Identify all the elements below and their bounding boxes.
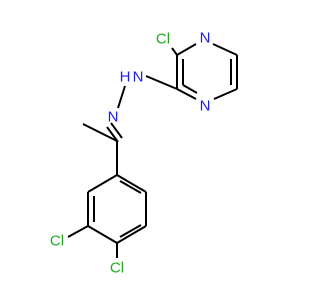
bond-c-imine-methyl (82, 123, 118, 142)
bond-b5-cl (67, 225, 89, 238)
bond-b4-b5 (87, 225, 118, 244)
nitrogen-label-pyrazine-top: N (200, 30, 211, 47)
bond-b3-b4-inner (119, 224, 142, 238)
atom-labels: Cl N N H N N Cl Cl (50, 30, 211, 277)
bond-b6-b1 (87, 174, 118, 193)
bond-n1-c2-inner (182, 84, 198, 94)
chlorine-label-left: Cl (50, 233, 64, 250)
bond-n4-c5 (212, 43, 238, 56)
bond-b1-b2-inner (119, 180, 142, 194)
bond-c6-n1 (213, 88, 238, 100)
nitrogen-label-nh: N (133, 69, 144, 86)
bond-b3-b4 (116, 225, 147, 244)
bond-b1-b2 (116, 174, 147, 193)
hydrogen-label: H (120, 69, 131, 86)
bond-c3-cl (171, 47, 178, 56)
bond-n-c-imine-double (110, 122, 123, 139)
chlorine-label-bottom: Cl (110, 260, 124, 277)
bond-c2-nh (145, 75, 178, 90)
bonds (67, 43, 238, 258)
nitrogen-label-imine: N (108, 109, 119, 126)
nitrogen-label-pyrazine-bottom: N (200, 98, 211, 115)
bond-c3-n4 (176, 43, 197, 56)
structure-diagram: Cl N N H N N Cl Cl (50, 30, 238, 277)
chlorine-label-top: Cl (156, 31, 170, 48)
bond-n1-c2 (176, 88, 197, 100)
bond-nh-n (117, 85, 126, 109)
molecule-drawing: Cl N N H N N Cl Cl (50, 30, 238, 277)
